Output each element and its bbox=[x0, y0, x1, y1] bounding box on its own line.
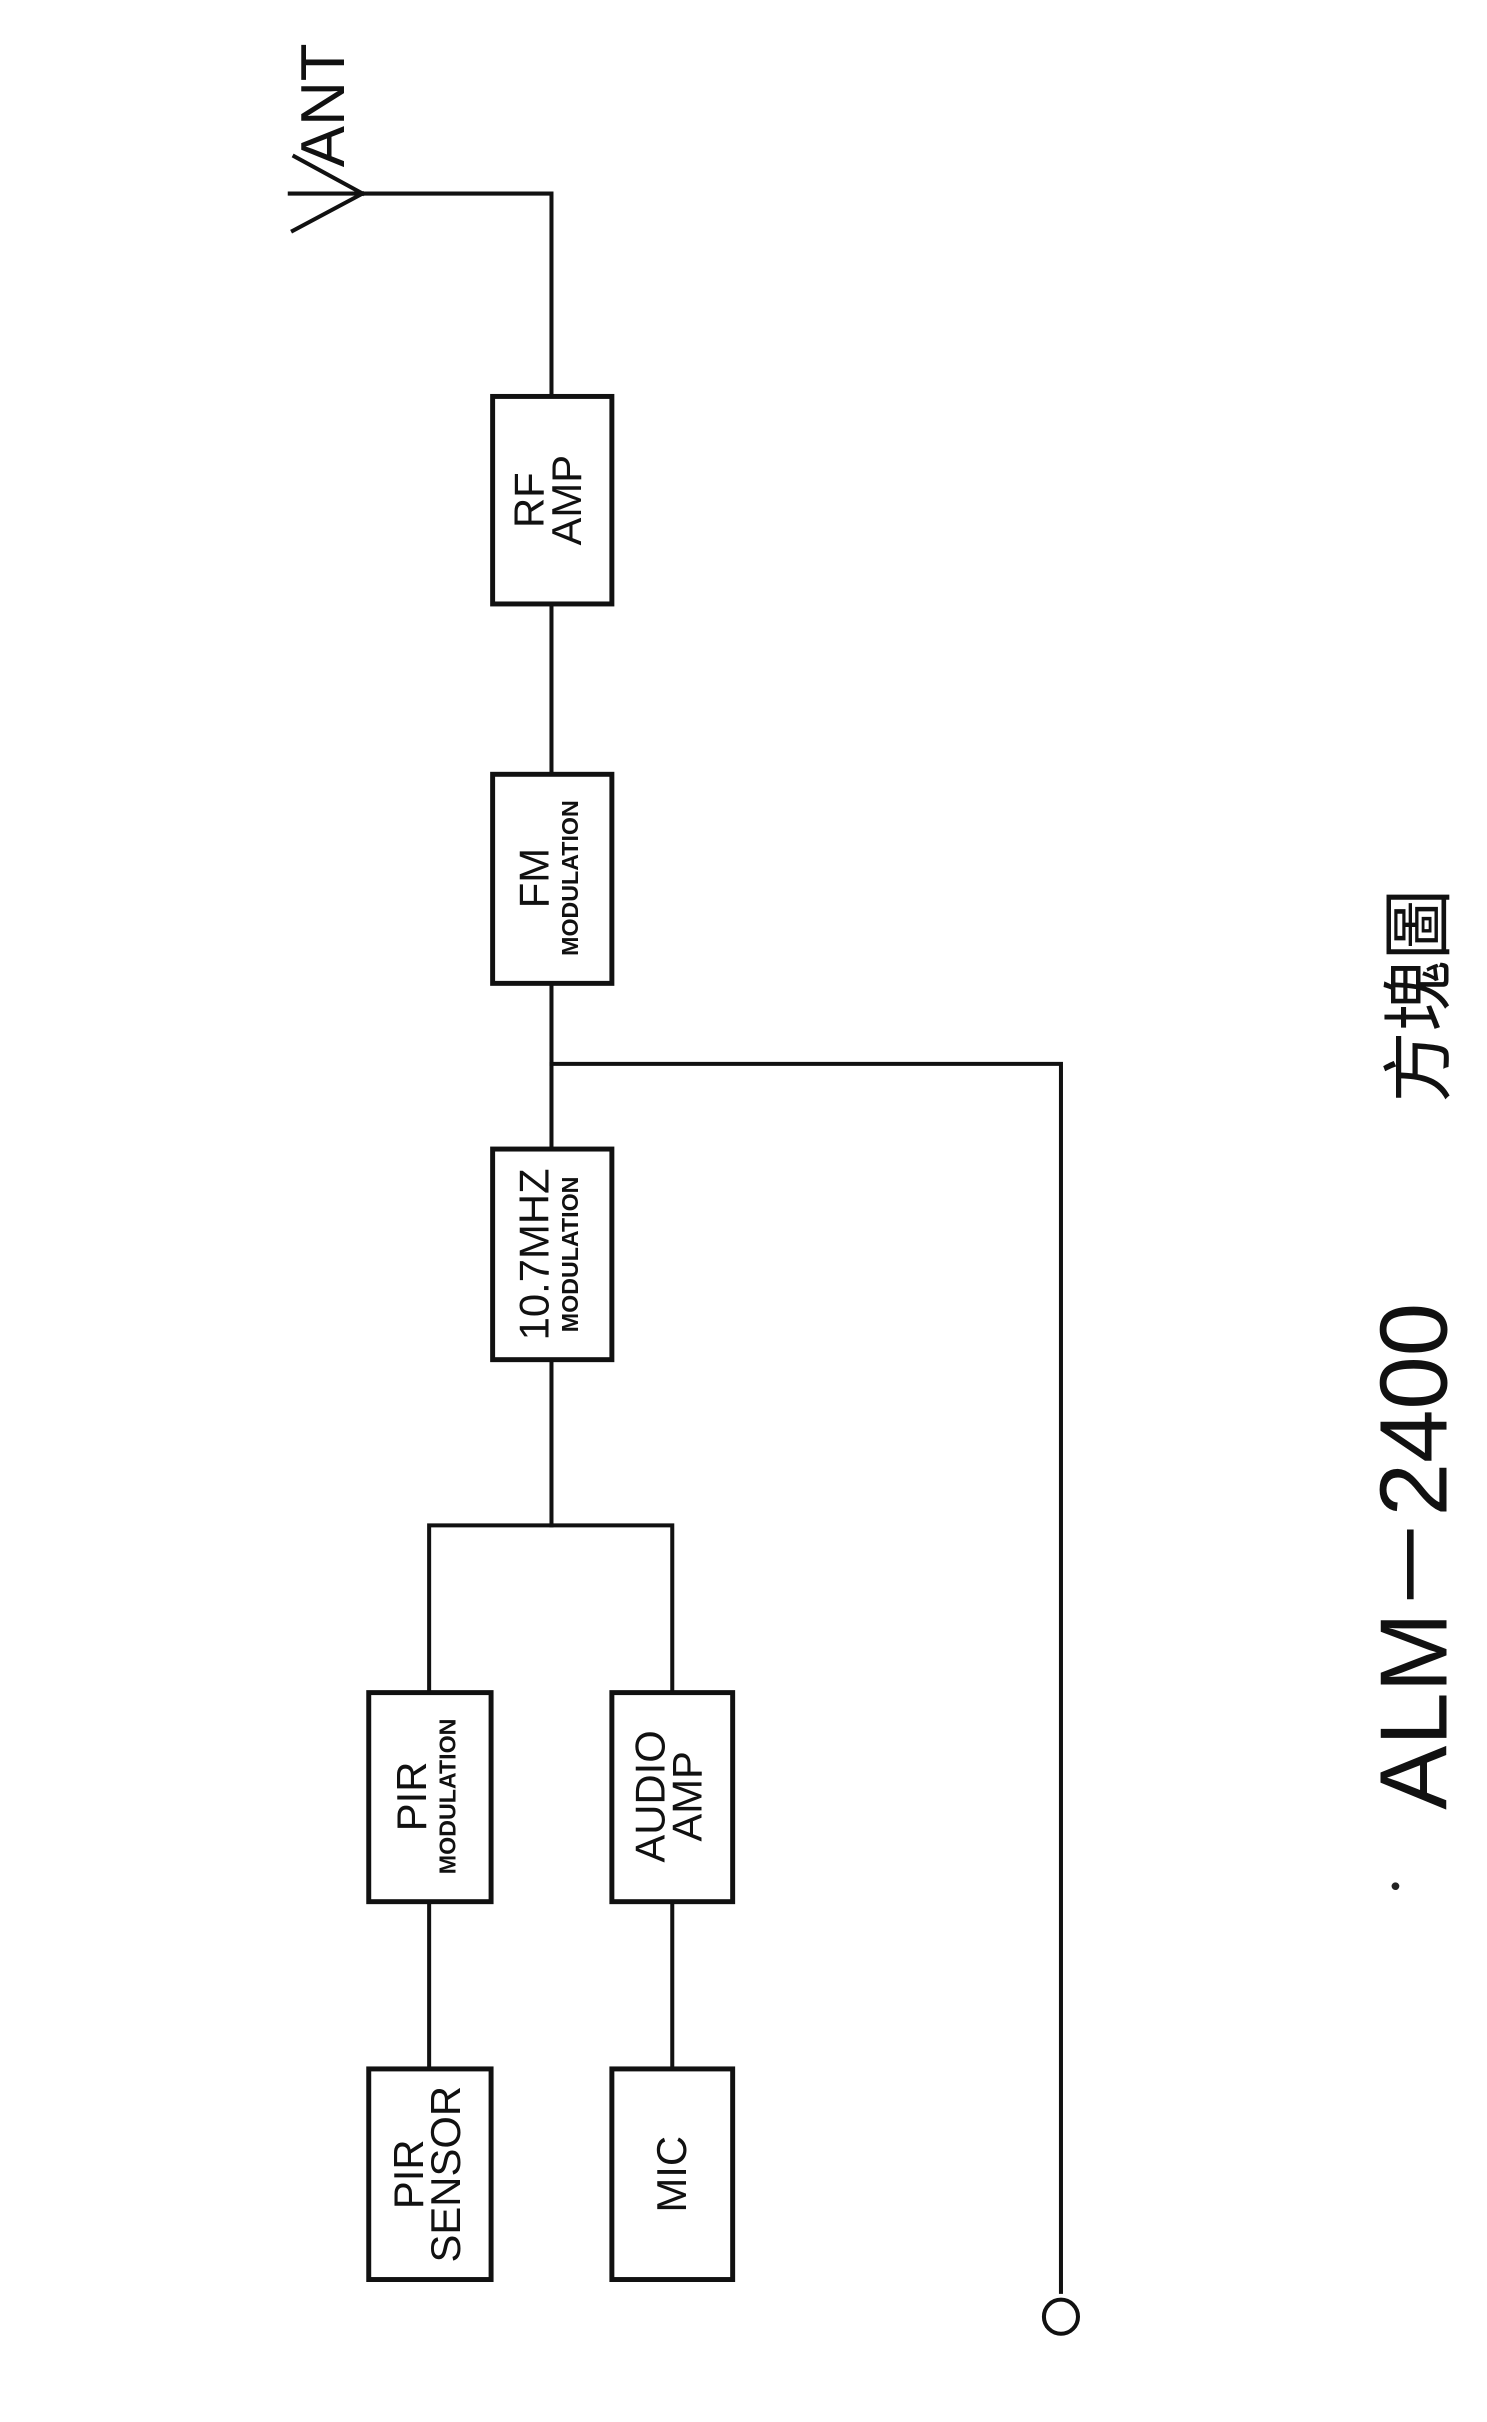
diagram-caption: 方塊圖 bbox=[1377, 889, 1460, 1103]
block-mic: MIC bbox=[609, 2066, 736, 2283]
if-mod-line2: MODULATION bbox=[557, 1177, 583, 1333]
block-10-7mhz-modulation: 10.7MHZ MODULATION bbox=[490, 1146, 615, 1363]
audio-amp-line1: AUDIO bbox=[627, 1730, 674, 1862]
signal-wires bbox=[360, 191, 1063, 2294]
model-title: ALM－2400 bbox=[1361, 1303, 1468, 1810]
fm-mod-line2: MODULATION bbox=[557, 800, 583, 956]
pir-mod-line2: MODULATION bbox=[434, 1719, 460, 1875]
pir-sensor-line2: SENSOR bbox=[422, 2086, 469, 2263]
stray-dot bbox=[1391, 1882, 1400, 1891]
block-fm-modulation: FM MODULATION bbox=[490, 771, 615, 986]
rf-amp-line2: AMP bbox=[543, 455, 590, 546]
pir-sensor-line1: PIR bbox=[385, 2139, 432, 2209]
audio-amp-line2: AMP bbox=[664, 1751, 711, 1842]
output-terminal bbox=[1041, 2297, 1081, 2336]
block-audio-amp: AUDIO AMP bbox=[609, 1690, 736, 1905]
antenna-icon bbox=[287, 153, 366, 234]
block-rf-amp: RF AMP bbox=[490, 393, 615, 607]
block-pir-sensor: PIR SENSOR bbox=[366, 2066, 494, 2283]
fm-mod-line1: FM bbox=[510, 848, 557, 908]
block-pir-modulation: PIR MODULATION bbox=[366, 1690, 494, 1905]
if-mod-line1: 10.7MHZ bbox=[510, 1168, 557, 1340]
pir-mod-line1: PIR bbox=[388, 1762, 435, 1832]
rf-amp-line1: RF bbox=[506, 472, 553, 528]
mic-label: MIC bbox=[648, 2136, 695, 2213]
antenna-label: ANT bbox=[289, 43, 358, 167]
